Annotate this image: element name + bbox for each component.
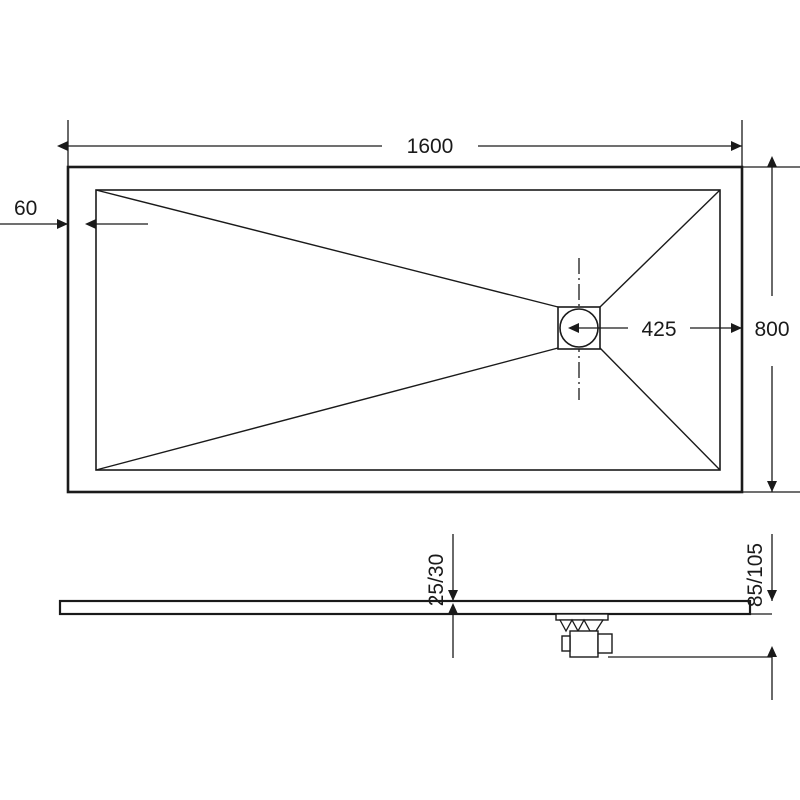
tray-outer-outline (66, 165, 744, 494)
fold-line-top-right (599, 189, 721, 308)
dimension-length-1600: 1600 (57, 120, 743, 172)
dimension-drain-offset-425: 425 (568, 318, 742, 341)
fold-line-bottom-left (95, 347, 559, 471)
dimension-width-800: 800 (737, 156, 800, 493)
dimension-thickness-25-30: 25/30 (425, 534, 458, 658)
fold-line-bottom-right (599, 347, 721, 471)
dim-label-thickness: 25/30 (425, 554, 448, 607)
plan-view: 1600 60 425 800 (0, 120, 800, 494)
waste-outlet (597, 633, 613, 654)
dim-label-length: 1600 (407, 135, 454, 158)
waste-body (569, 630, 599, 658)
slope-fold-lines (95, 189, 721, 471)
waste-side-collar (561, 635, 571, 652)
dim-label-rim: 60 (14, 197, 37, 220)
tray-inner-basin-outline (95, 189, 721, 471)
dim-label-width: 800 (754, 318, 789, 341)
fold-line-top-left (95, 189, 559, 308)
waste-trap-assembly (555, 613, 613, 658)
section-view: 25/30 85/105 (58, 534, 777, 700)
waste-grate-teeth (558, 618, 605, 633)
dimension-rim-60: 60 (0, 197, 148, 229)
section-tray-slab (58, 599, 752, 616)
dim-label-drain-offset: 425 (641, 318, 676, 341)
dim-label-height: 85/105 (744, 543, 767, 607)
dimension-height-85-105: 85/105 (744, 534, 777, 700)
waste-flange (555, 613, 609, 621)
